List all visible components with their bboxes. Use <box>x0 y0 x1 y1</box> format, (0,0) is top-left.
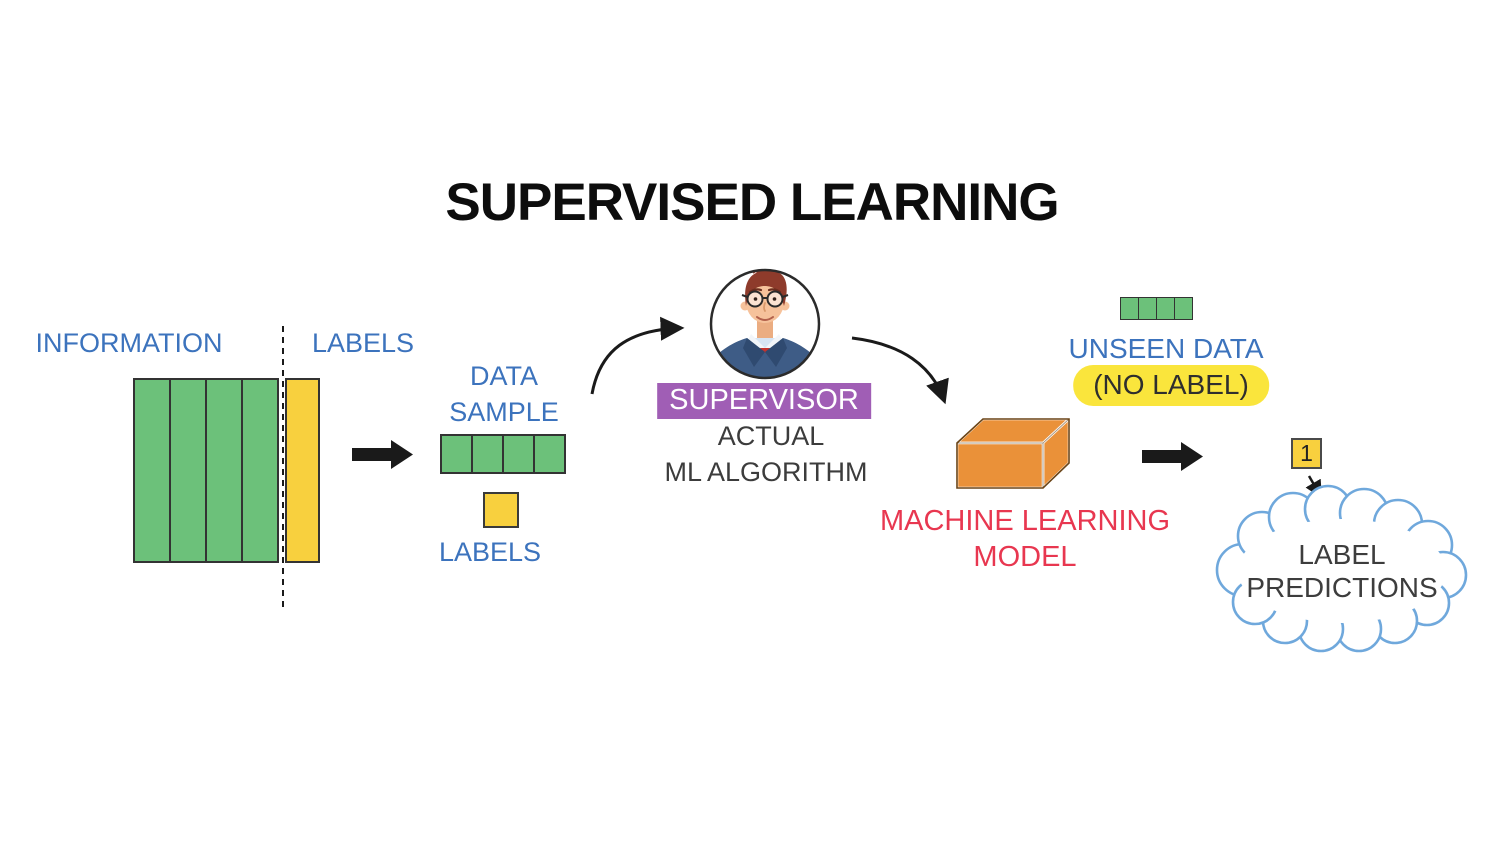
predictions-cloud-icon <box>1215 484 1468 653</box>
supervisor-label: SUPERVISOR <box>657 383 871 419</box>
unseen-data-label: UNSEEN DATA <box>1068 333 1264 364</box>
model-to-predictions-arrow <box>1142 442 1203 471</box>
supervisor-tag-wrap: SUPERVISOR <box>657 383 871 419</box>
sample-cell <box>535 434 566 474</box>
labels-column-label: LABELS <box>311 328 415 358</box>
feature-column <box>171 378 207 563</box>
sample-labels-caption: LABELS <box>438 537 542 567</box>
supervisor-subtitle-2: ML ALGORITHM <box>664 457 868 487</box>
dataset-to-sample-arrow <box>352 440 413 469</box>
unseen-cell <box>1120 297 1139 320</box>
unseen-cell <box>1157 297 1175 320</box>
feature-column <box>243 378 279 563</box>
unseen-cell <box>1139 297 1157 320</box>
supervisor-avatar-icon <box>709 268 821 380</box>
unseen-cell <box>1175 297 1193 320</box>
sample-cell <box>504 434 535 474</box>
information-columns <box>133 378 279 563</box>
supervisor-to-model-arrow <box>851 336 949 405</box>
information-label: INFORMATION <box>35 328 223 358</box>
unseen-data-row <box>1120 297 1193 320</box>
training-data-table <box>133 378 320 563</box>
sample-cell <box>440 434 473 474</box>
no-label-pill: (NO LABEL) <box>1073 365 1269 406</box>
supervisor-subtitle-1: ACTUAL <box>717 421 825 451</box>
data-sample-caption: DATA SAMPLE <box>449 361 559 427</box>
sample-cell <box>473 434 504 474</box>
predicted-value-square: 1 <box>1291 438 1322 469</box>
ml-model-box-icon <box>953 416 1073 491</box>
no-label-pill-wrap: (NO LABEL) <box>1073 365 1269 406</box>
sample-to-supervisor-arrow <box>590 316 685 395</box>
model-caption: MACHINE LEARNING MODEL <box>879 505 1171 573</box>
feature-column <box>207 378 243 563</box>
sample-label-square <box>483 492 519 528</box>
data-sample-row <box>440 434 566 474</box>
page-title: SUPERVISED LEARNING <box>445 173 1059 232</box>
labels-column <box>285 378 320 563</box>
label-predictions-text: LABEL PREDICTIONS <box>1246 539 1438 603</box>
feature-column <box>133 378 171 563</box>
